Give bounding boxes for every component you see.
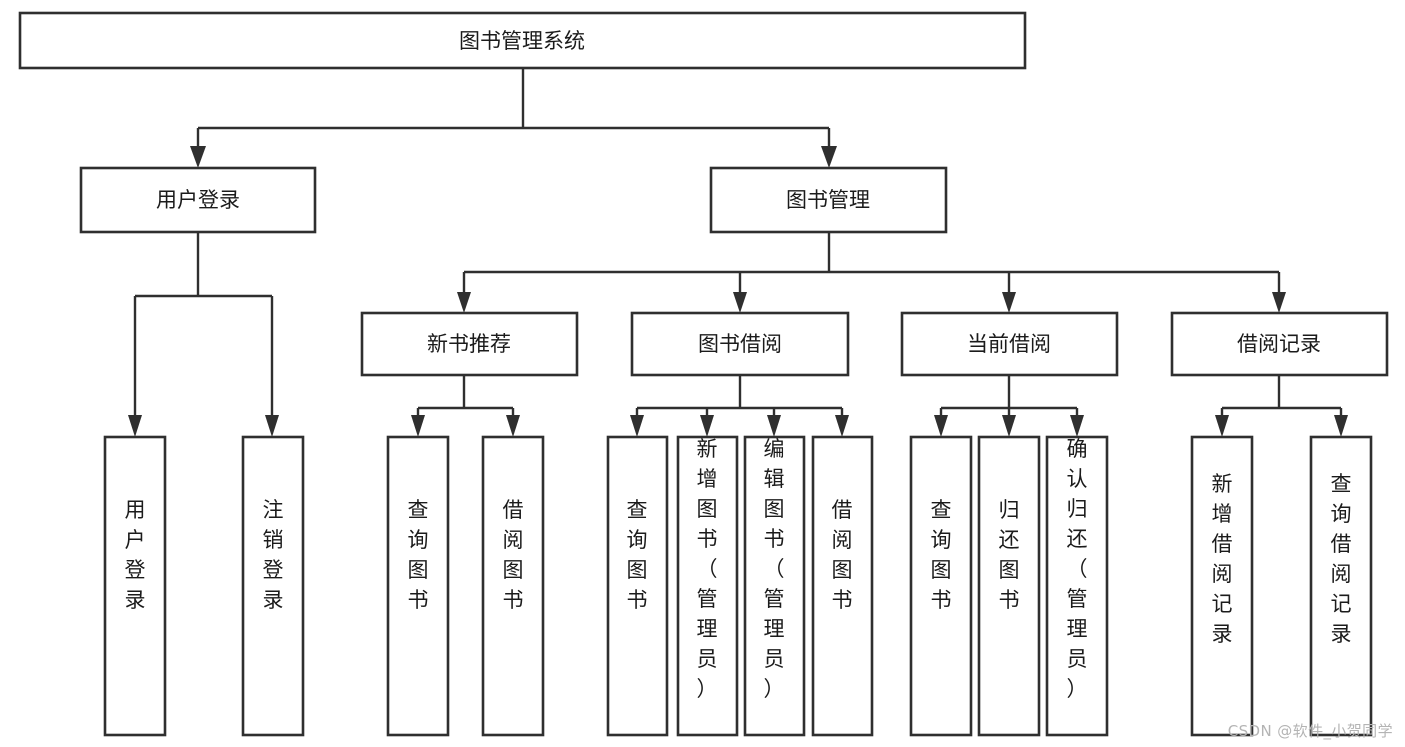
leaf-query-book-recommend[interactable]: 查询图书: [386, 435, 450, 737]
leaf-query-borrow-record-label: 查询借阅记录: [1331, 472, 1352, 646]
node-user-login[interactable]: 用户登录: [79, 166, 317, 234]
leaf-query-book-current-box[interactable]: [909, 435, 973, 737]
leaf-query-book-recommend-label: 查询图书: [408, 498, 429, 612]
node-current-borrow[interactable]: 当前借阅: [900, 311, 1119, 377]
connector-group-book-management: [457, 232, 1286, 313]
arrowhead-leaf-return-book: [1002, 415, 1016, 437]
arrowhead-leaf-confirm-return-admin: [1070, 415, 1084, 437]
connector-group-current-borrow: [934, 375, 1084, 437]
leaf-borrow-book-recommend-box[interactable]: [481, 435, 545, 737]
leaf-add-borrow-record-box[interactable]: [1190, 435, 1254, 737]
arrowhead-leaf-query-book-current: [934, 415, 948, 437]
leaf-add-borrow-record[interactable]: 新增借阅记录: [1190, 435, 1254, 737]
leaf-query-borrow-record-box[interactable]: [1309, 435, 1373, 737]
leaf-edit-book-admin-label: 编辑图书（管理员）: [764, 437, 785, 701]
leaf-confirm-return-admin-box[interactable]: [1045, 435, 1109, 737]
node-current-borrow-box[interactable]: [900, 311, 1119, 377]
node-book-borrow-box[interactable]: [630, 311, 850, 377]
leaf-query-book-borrow[interactable]: 查询图书: [606, 435, 669, 737]
connector-group-book-borrow: [630, 375, 849, 437]
leaf-query-book-recommend-box[interactable]: [386, 435, 450, 737]
arrowhead-leaf-edit-book-admin: [767, 415, 781, 437]
leaf-borrow-book-recommend-label: 借阅图书: [503, 498, 524, 612]
leaf-query-book-borrow-label: 查询图书: [627, 498, 648, 612]
connector-group-new-book-recommend: [411, 375, 520, 437]
leaf-logout-box[interactable]: [241, 435, 305, 737]
arrowhead-leaf-logout: [265, 415, 279, 437]
csdn-watermark: CSDN @软件_小贺同学: [1227, 722, 1393, 740]
leaf-borrow-book-box[interactable]: [811, 435, 874, 737]
leaf-return-book-label: 归还图书: [999, 498, 1020, 612]
leaf-confirm-return-admin[interactable]: 确认归还（管理员）: [1045, 435, 1109, 737]
leaf-confirm-return-admin-label: 确认归还（管理员）: [1067, 437, 1088, 701]
arrowhead-leaf-query-book-borrow: [630, 415, 644, 437]
connector-group-borrow-record: [1215, 375, 1348, 437]
leaf-user-login-box[interactable]: [103, 435, 167, 737]
node-book-management-box[interactable]: [709, 166, 948, 234]
node-borrow-record-label: 借阅记录: [1237, 332, 1321, 356]
leaf-query-book-current-label: 查询图书: [931, 498, 952, 612]
arrowhead-new-book-recommend: [457, 292, 471, 313]
node-current-borrow-label: 当前借阅: [967, 332, 1051, 356]
leaf-return-book-box[interactable]: [977, 435, 1041, 737]
node-user-login-label: 用户登录: [156, 188, 240, 212]
arrowhead-leaf-borrow-book: [835, 415, 849, 437]
arrowhead-book-borrow: [733, 292, 747, 313]
connector-group-user-login: [128, 232, 279, 437]
arrowhead-leaf-query-book-recommend: [411, 415, 425, 437]
leaf-add-book-admin-label: 新增图书（管理员）: [697, 437, 718, 701]
leaf-borrow-book[interactable]: 借阅图书: [811, 435, 874, 737]
node-book-borrow-label: 图书借阅: [698, 332, 782, 356]
node-user-login-box[interactable]: [79, 166, 317, 234]
leaf-add-book-admin-box[interactable]: [676, 435, 739, 737]
arrowhead-user-login: [190, 146, 206, 168]
arrowhead-leaf-query-borrow-record: [1334, 415, 1348, 437]
leaf-user-login-label: 用户登录: [125, 498, 146, 612]
leaf-return-book[interactable]: 归还图书: [977, 435, 1041, 737]
root-node-box[interactable]: [18, 11, 1027, 70]
leaf-logout-label: 注销登录: [263, 498, 284, 612]
node-new-book-recommend-label: 新书推荐: [427, 332, 511, 356]
leaf-borrow-book-recommend[interactable]: 借阅图书: [481, 435, 545, 737]
node-book-management-label: 图书管理: [786, 188, 870, 212]
node-borrow-record-box[interactable]: [1170, 311, 1389, 377]
node-book-management[interactable]: 图书管理: [709, 166, 948, 234]
node-book-borrow[interactable]: 图书借阅: [630, 311, 850, 377]
arrowhead-borrow-record: [1272, 292, 1286, 313]
leaf-query-book-borrow-box[interactable]: [606, 435, 669, 737]
arrowhead-book-management: [821, 146, 837, 168]
arrowhead-current-borrow: [1002, 292, 1016, 313]
leaf-query-borrow-record[interactable]: 查询借阅记录: [1309, 435, 1373, 737]
leaf-user-login[interactable]: 用户登录: [103, 435, 167, 737]
root-node-label: 图书管理系统: [459, 29, 585, 53]
arrowhead-leaf-user-login: [128, 415, 142, 437]
arrowhead-leaf-add-book-admin: [700, 415, 714, 437]
node-new-book-recommend[interactable]: 新书推荐: [360, 311, 579, 377]
node-borrow-record[interactable]: 借阅记录: [1170, 311, 1389, 377]
connector-group-root: [190, 68, 837, 168]
leaf-query-book-current[interactable]: 查询图书: [909, 435, 973, 737]
root-node[interactable]: 图书管理系统: [18, 11, 1027, 70]
arrowhead-leaf-borrow-book-recommend: [506, 415, 520, 437]
leaf-logout[interactable]: 注销登录: [241, 435, 305, 737]
leaf-add-book-admin[interactable]: 新增图书（管理员）: [676, 435, 739, 737]
leaf-add-borrow-record-label: 新增借阅记录: [1212, 472, 1233, 646]
leaf-edit-book-admin-box[interactable]: [743, 435, 806, 737]
arrowhead-leaf-add-borrow-record: [1215, 415, 1229, 437]
leaf-edit-book-admin[interactable]: 编辑图书（管理员）: [743, 435, 806, 737]
leaf-borrow-book-label: 借阅图书: [832, 498, 853, 612]
node-new-book-recommend-box[interactable]: [360, 311, 579, 377]
